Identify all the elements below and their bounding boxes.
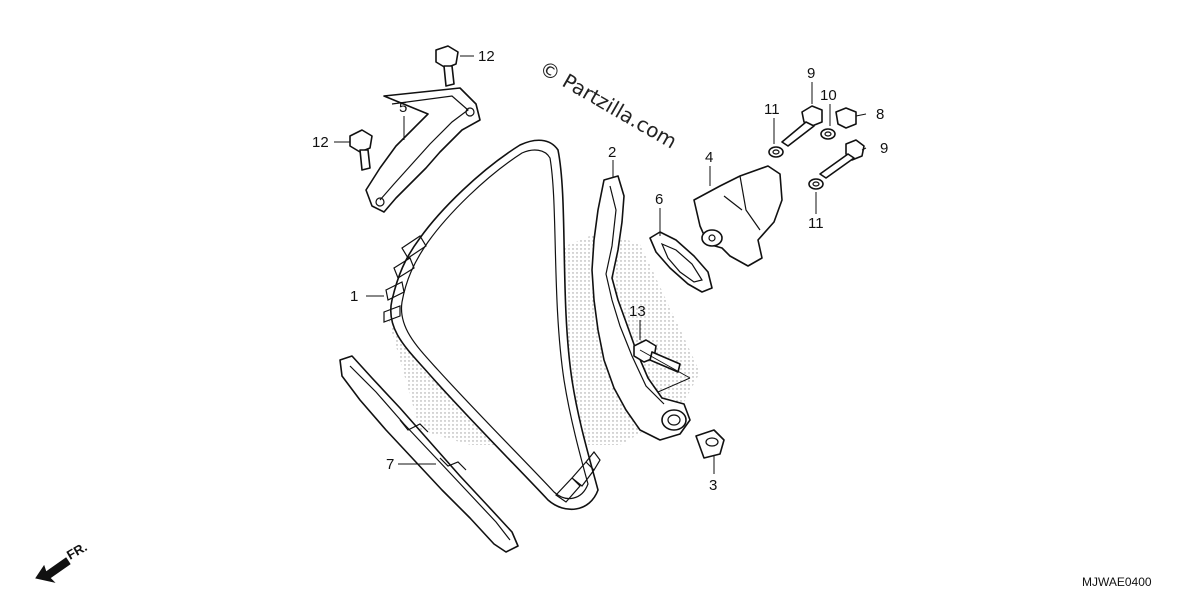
- collar-bolt[interactable]: [695, 429, 725, 459]
- bolt-8[interactable]: [835, 107, 857, 129]
- callout-12-top: 12: [478, 48, 495, 65]
- cam-chain[interactable]: [383, 139, 601, 511]
- tensioner-arm[interactable]: [591, 175, 691, 441]
- front-direction-arrow: FR.: [35, 539, 90, 583]
- cam-chain-tensioner-lifter[interactable]: [693, 165, 783, 267]
- callout-11-lower: 11: [808, 215, 824, 232]
- guide-plate[interactable]: [365, 87, 481, 213]
- leader-lines: [334, 55, 867, 474]
- callout-6: 6: [655, 191, 663, 208]
- callout-1: 1: [350, 288, 358, 305]
- callout-3: 3: [709, 477, 717, 494]
- callout-9-lower: 9: [880, 140, 888, 157]
- callout-5: 5: [399, 99, 407, 116]
- callout-7: 7: [386, 456, 394, 473]
- front-direction-label: FR.: [64, 539, 90, 562]
- bolt-13[interactable]: [633, 339, 681, 373]
- chain-guide[interactable]: [339, 355, 519, 553]
- bolt-12-top[interactable]: [435, 45, 459, 87]
- washer-10[interactable]: [820, 128, 836, 140]
- bolt-9-upper[interactable]: [781, 105, 823, 147]
- callout-8: 8: [876, 106, 884, 123]
- callout-9-upper: 9: [807, 65, 815, 82]
- diagram-code: MJWAE0400: [1082, 575, 1152, 589]
- bolt-9-lower[interactable]: [819, 139, 865, 179]
- callout-11-upper: 11: [764, 101, 780, 118]
- callout-2: 2: [608, 144, 616, 161]
- watermark: © Partzilla.com: [536, 56, 682, 154]
- callout-10: 10: [820, 87, 837, 104]
- callout-4: 4: [705, 149, 713, 166]
- callout-12-left: 12: [312, 134, 329, 151]
- callout-13: 13: [629, 303, 646, 320]
- washer-11-upper[interactable]: [768, 146, 784, 158]
- bolt-12-left[interactable]: [349, 129, 373, 171]
- tensioner-gasket[interactable]: [649, 231, 713, 293]
- washer-11-lower[interactable]: [808, 178, 824, 190]
